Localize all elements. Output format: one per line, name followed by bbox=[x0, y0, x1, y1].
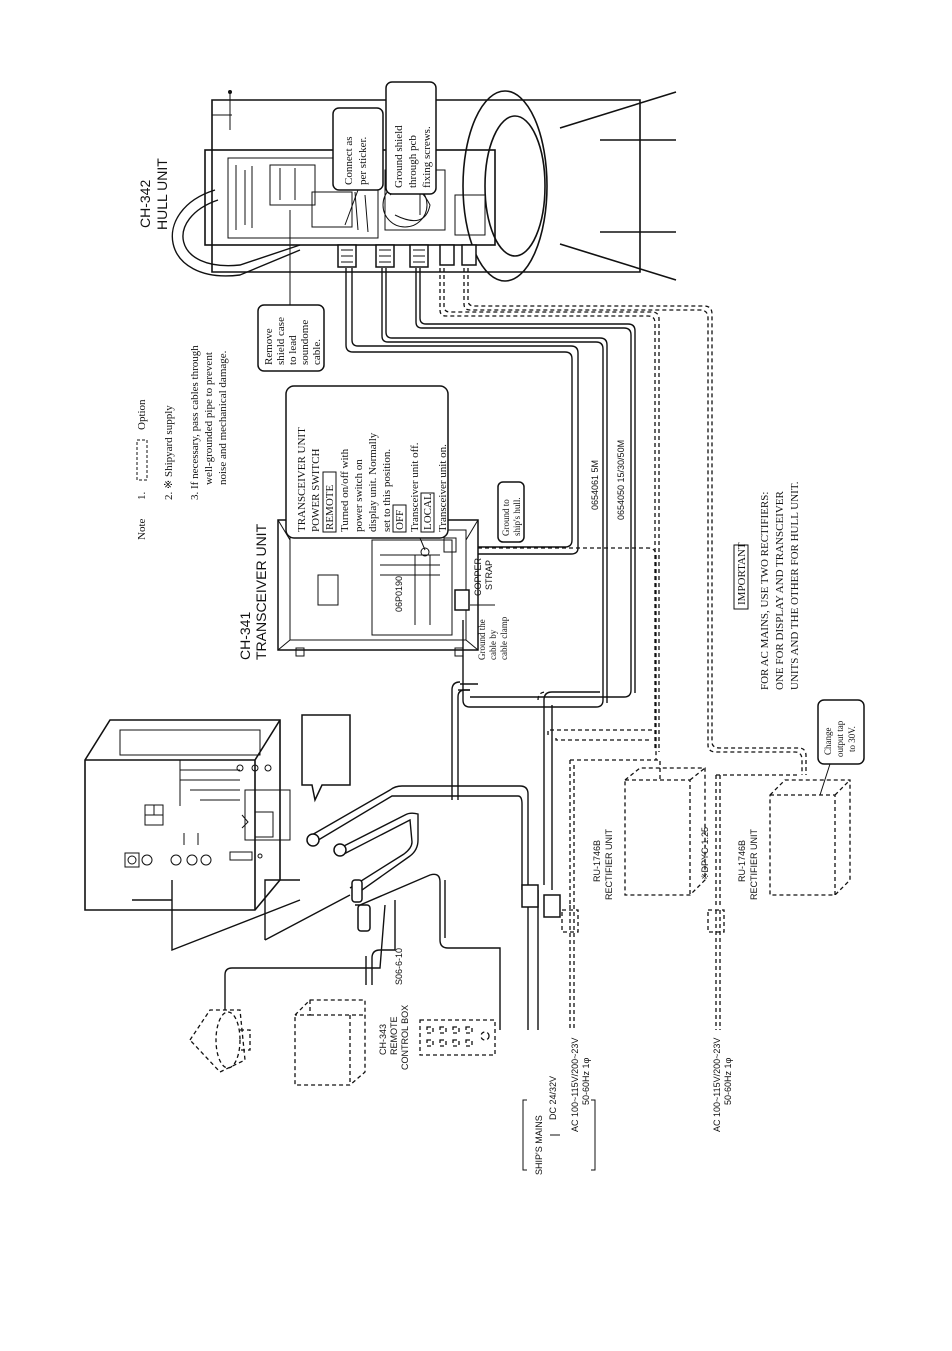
svg-text:Remove: Remove bbox=[263, 328, 275, 365]
ships-mains-label: SHIP'S MAINS bbox=[534, 1115, 544, 1175]
callout-connect: Connect as per sticker. bbox=[332, 107, 384, 226]
important-line1: FOR AC MAINS, USE TWO RECTIFIERS: bbox=[759, 492, 771, 690]
svg-text:Transceiver unit on.: Transceiver unit on. bbox=[437, 444, 449, 532]
important-notice: IMPORTANT FOR AC MAINS, USE TWO RECTIFIE… bbox=[733, 481, 801, 690]
svg-text:fixing screws.: fixing screws. bbox=[421, 126, 433, 188]
important-line3: UNITS AND THE OTHER FOR HULL UNIT. bbox=[789, 481, 801, 690]
note-1-number: 1. bbox=[136, 492, 148, 501]
svg-text:Transceiver unit off.: Transceiver unit off. bbox=[409, 442, 421, 532]
ships-mains: SHIP'S MAINS DC 24/32V AC 100~115V/200~2… bbox=[522, 1038, 733, 1175]
important-label: IMPORTANT bbox=[736, 542, 748, 605]
callout-bubble bbox=[301, 714, 351, 803]
svg-text:to 30V.: to 30V. bbox=[847, 726, 857, 752]
display-unit-drawing bbox=[84, 719, 291, 911]
svg-text:cable.: cable. bbox=[311, 339, 323, 365]
copper-strap-1: COPPER bbox=[473, 557, 483, 596]
ground-clamp-2: cable by bbox=[488, 629, 498, 660]
switch-off-label: OFF bbox=[394, 510, 406, 530]
ac-supply-1: AC 100~115V/200~23V bbox=[570, 1038, 580, 1132]
svg-text:power switch on: power switch on bbox=[353, 459, 365, 532]
cable-label-2: 0654050 15/30/50M bbox=[616, 440, 626, 520]
svg-text:soundome: soundome bbox=[299, 320, 311, 365]
rectifier-unit-1: RU-1746B RECTIFIER UNIT bbox=[592, 767, 706, 900]
plugs bbox=[521, 884, 725, 933]
svg-text:Ground shield: Ground shield bbox=[393, 125, 405, 188]
ac-supply-2: AC 100~115V/200~23V bbox=[712, 1038, 722, 1132]
ground-clamp-3: cable clamp bbox=[499, 616, 509, 660]
note-3-line2: well-grounded pipe to prevent bbox=[203, 352, 215, 485]
rectifier-unit-2: RU-1746B RECTIFIER UNIT bbox=[737, 779, 851, 900]
ground-clamp-1: Ground the bbox=[477, 619, 487, 660]
cables: 0654061 5M 0654050 15/30/50M S06-6-10 bbox=[132, 268, 636, 1030]
svg-text:Change: Change bbox=[823, 728, 833, 756]
svg-text:Ground to: Ground to bbox=[501, 499, 511, 536]
callout-ground-hull: Ground to ship's hull. bbox=[497, 481, 525, 543]
remote-control-box-drawing bbox=[294, 999, 496, 1086]
note-3-line3: noise and mechanical damage. bbox=[217, 350, 229, 485]
remote-box-model: CH-343 bbox=[378, 1024, 388, 1055]
hull-unit-name: HULL UNIT bbox=[154, 158, 170, 230]
callout-remove-shield: Remove shield case to lead soundome cabl… bbox=[257, 210, 325, 372]
remote-box-name-1: REMOTE bbox=[389, 1016, 399, 1055]
notes: Note 1. Option 2. ※ Shipyard supply 3. I… bbox=[136, 345, 229, 540]
transceiver-model: CH-341 bbox=[237, 612, 253, 660]
note-header: Note bbox=[136, 519, 148, 541]
switch-title-2: POWER SWITCH bbox=[310, 449, 322, 532]
svg-text:Connect as: Connect as bbox=[343, 136, 355, 185]
cable-label-1: 0654061 5M bbox=[590, 460, 600, 510]
callout-ground-shield: Ground shield through pcb fixing screws. bbox=[385, 81, 437, 215]
svg-text:shield case: shield case bbox=[275, 317, 287, 365]
switch-title-1: TRANSCEIVER UNIT bbox=[296, 427, 308, 532]
remote-box-name-2: CONTROL BOX bbox=[400, 1005, 410, 1070]
svg-text:output tap: output tap bbox=[835, 720, 845, 757]
speaker-drawing bbox=[189, 1009, 251, 1073]
switch-local-label: LOCAL bbox=[422, 493, 434, 530]
dc-supply: DC 24/32V bbox=[548, 1076, 558, 1120]
svg-text:set to this position.: set to this position. bbox=[381, 449, 393, 532]
note-1-text: Option bbox=[136, 399, 148, 430]
note-2-text: 2. ※ Shipyard supply bbox=[163, 405, 175, 500]
callout-change-tap: Change output tap to 30V. bbox=[817, 699, 865, 796]
ac-supply-1b: 50-60Hz 1φ bbox=[581, 1057, 591, 1105]
hull-unit-model: CH-342 bbox=[137, 180, 153, 228]
cable-glands bbox=[337, 244, 477, 268]
note-3-line1: 3. If necessary, pass cables through bbox=[189, 345, 201, 500]
dpyc-label: ※DPYC-1.25 bbox=[700, 827, 710, 880]
important-line2: ONE FOR DISPLAY AND TRANSCEIVER bbox=[774, 490, 786, 690]
pcb-label: 06P0190 bbox=[394, 576, 404, 612]
callout-power-switch: TRANSCEIVER UNIT POWER SWITCH REMOTE Tur… bbox=[285, 385, 449, 551]
display-connectors bbox=[306, 833, 371, 932]
transceiver-name: TRANSCEIVER UNIT bbox=[253, 523, 269, 660]
svg-text:RECTIFIER UNIT: RECTIFIER UNIT bbox=[749, 828, 759, 900]
svg-text:Turned on/off with: Turned on/off with bbox=[339, 448, 351, 532]
option-symbol bbox=[136, 439, 148, 481]
svg-text:RU-1746B: RU-1746B bbox=[737, 840, 747, 882]
svg-text:per sticker.: per sticker. bbox=[357, 136, 369, 185]
svg-text:RU-1746B: RU-1746B bbox=[592, 840, 602, 882]
svg-text:through pcb: through pcb bbox=[407, 135, 419, 188]
ac-supply-2b: 50-60Hz 1φ bbox=[723, 1057, 733, 1105]
copper-strap-2: STRAP bbox=[484, 560, 494, 590]
cable-label-s06: S06-6-10 bbox=[394, 948, 404, 985]
switch-remote-label: REMOTE bbox=[324, 485, 336, 531]
option-cables bbox=[439, 268, 807, 1030]
svg-text:to lead: to lead bbox=[287, 335, 299, 365]
svg-text:ship's hull.: ship's hull. bbox=[512, 497, 522, 536]
svg-text:RECTIFIER UNIT: RECTIFIER UNIT bbox=[604, 828, 614, 900]
svg-text:display unit. Normally: display unit. Normally bbox=[367, 432, 379, 532]
